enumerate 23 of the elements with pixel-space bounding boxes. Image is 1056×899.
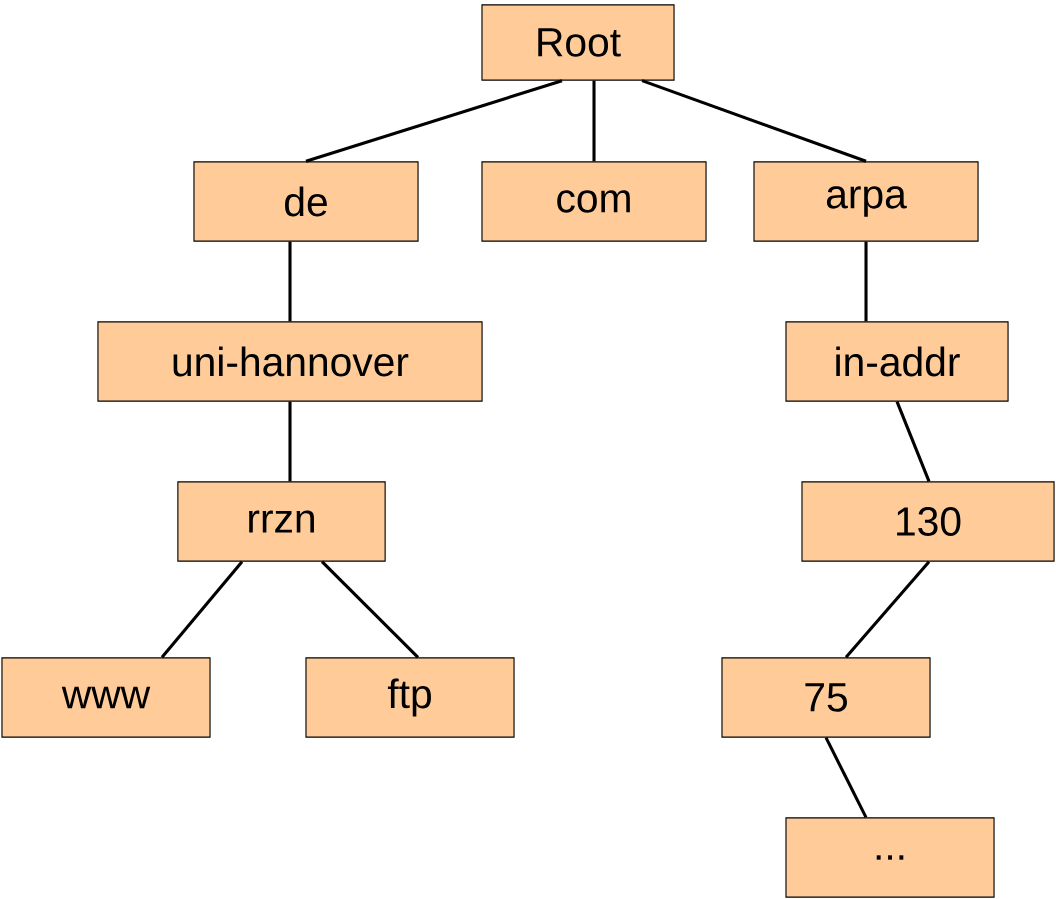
- domain-box: arpa: [753, 161, 979, 242]
- domain-box: rrzn: [177, 481, 386, 562]
- connector-line: [824, 736, 868, 818]
- connector-line: [320, 560, 420, 659]
- domain-box: de: [193, 161, 419, 242]
- connector-line: [288, 241, 292, 322]
- connector-line: [864, 241, 868, 322]
- domain-box: ftp: [305, 657, 515, 738]
- connector-line: [592, 80, 596, 162]
- domain-box: 75: [721, 657, 931, 738]
- connector-line: [288, 401, 292, 482]
- domain-box: Root: [481, 4, 675, 81]
- domain-box: 130: [801, 481, 1055, 562]
- domain-box: uni-hannover: [97, 321, 483, 402]
- domain-box: com: [481, 161, 707, 242]
- connector-line: [844, 560, 931, 659]
- domain-box: ...: [785, 817, 995, 898]
- domain-box: in-addr: [785, 321, 1009, 402]
- connector-line: [305, 79, 563, 163]
- connector-line: [160, 560, 244, 659]
- domain-box: www: [1, 657, 211, 738]
- connector-line: [641, 79, 867, 163]
- connector-line: [895, 401, 931, 482]
